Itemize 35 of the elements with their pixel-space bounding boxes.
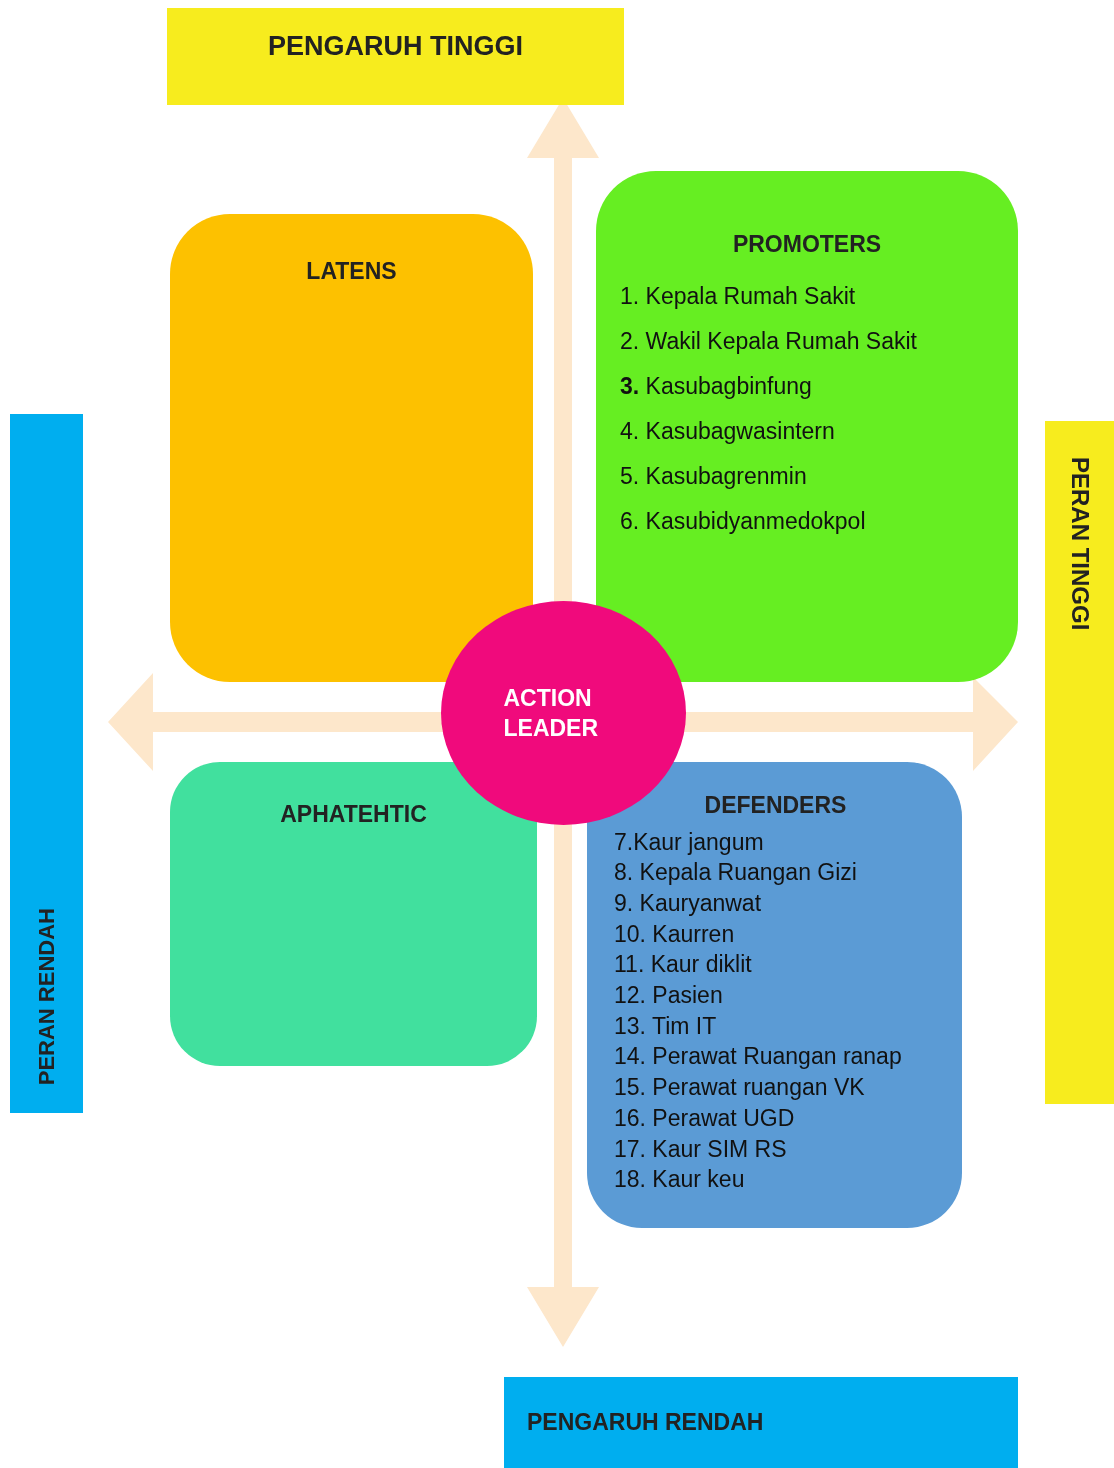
quadrant-box — [170, 762, 537, 1066]
quadrant-title: LATENS — [306, 257, 397, 286]
quadrant-title: APHATEHTIC — [280, 800, 427, 829]
quadrant-box — [596, 171, 1018, 682]
list-item: 10. Kaurren — [614, 919, 735, 949]
axis-label: PENGARUH RENDAH — [527, 1408, 764, 1438]
label-banner — [10, 414, 83, 1113]
axis-label: PERAN RENDAH — [33, 907, 60, 1085]
list-item: 16. Perawat UGD — [614, 1103, 795, 1133]
list-item: 12. Pasien — [614, 981, 723, 1010]
list-item: 1. Kepala Rumah Sakit — [620, 281, 856, 311]
quadrant-title: DEFENDERS — [704, 791, 847, 820]
axis-label: PENGARUH TINGGI — [268, 30, 523, 63]
list-item: 14. Perawat Ruangan ranap — [614, 1042, 902, 1072]
list-item: 3. Kasubagbinfung — [620, 371, 812, 401]
list-item: 7.Kaur jangum — [614, 827, 764, 857]
list-item: 9. Kauryanwat — [614, 888, 762, 918]
quadrant-box — [170, 214, 533, 682]
axis-label: PERAN TINGGI — [1065, 457, 1095, 631]
label-banner — [504, 1377, 1018, 1468]
list-item: 5. Kasubagrenmin — [620, 461, 807, 491]
label-banner — [1045, 421, 1114, 1104]
quadrant-box — [587, 762, 962, 1228]
label-banner — [167, 8, 624, 105]
list-item: 13. Tim IT — [614, 1011, 717, 1041]
list-item: 18. Kaur keu — [614, 1165, 745, 1195]
list-item: 2. Wakil Kepala Rumah Sakit — [620, 326, 917, 356]
list-item: 4. Kasubagwasintern — [620, 416, 835, 446]
list-item: 17. Kaur SIM RS — [614, 1134, 787, 1164]
circle-label: ACTION LEADER — [503, 684, 600, 743]
list-item: 11. Kaur diklit — [614, 950, 752, 980]
list-item: 6. Kasubidyanmedokpol — [620, 506, 866, 536]
list-item: 8. Kepala Ruangan Gizi — [614, 858, 857, 888]
quadrant-title: PROMOTERS — [732, 230, 882, 259]
list-item: 15. Perawat ruangan VK — [614, 1073, 865, 1103]
